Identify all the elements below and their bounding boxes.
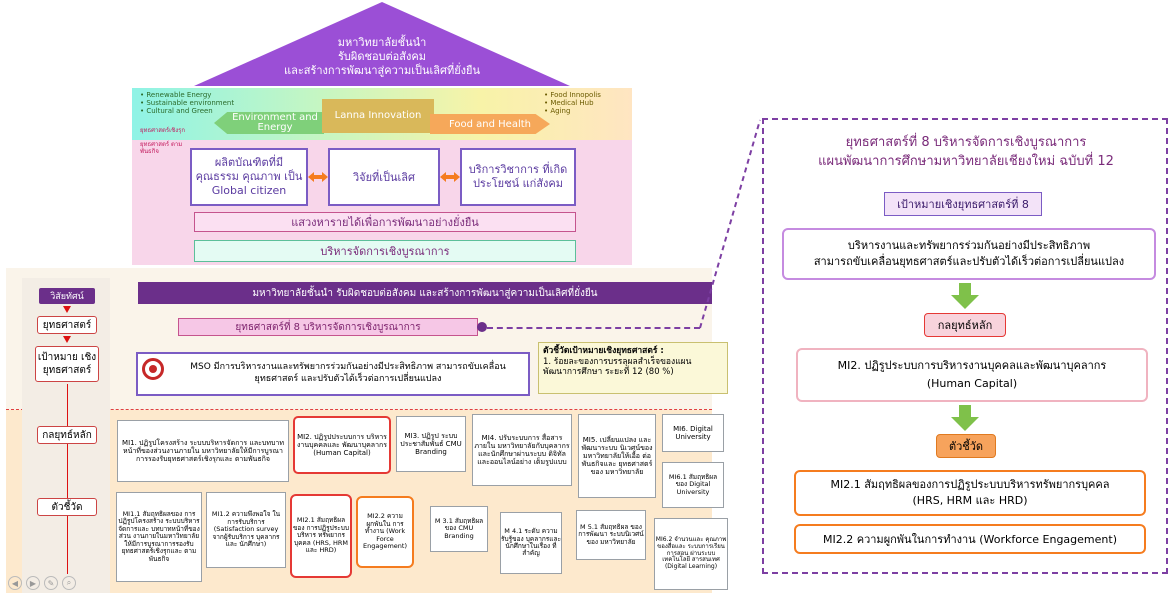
roof-line-2: รับผิดชอบต่อสังคม (338, 49, 426, 63)
kpi-box: ตัวชี้วัดเป้าหมายเชิงยุทธศาสตร์ : 1. ร้อ… (538, 342, 728, 394)
detail-indicator-2: MI2.2 ความผูกพันในการทำงาน (Workforce En… (794, 524, 1146, 554)
strategy-bar: ยุทธศาสตร์ที่ 8 บริหารจัดการเชิงบูรณาการ (178, 318, 478, 336)
roof-shape (194, 2, 570, 86)
vision-bar: มหาวิทยาลัยชั้นนำ รับผิดชอบต่อสังคม และส… (138, 282, 712, 304)
connector-dash-h (487, 327, 700, 329)
detail-indicator-1: MI2.1 สัมฤทธิผลของการปฏิรูประบบบริหารทรั… (794, 470, 1146, 516)
mechanism-mi3: MI3. ปฏิรูป ระบบ ประชาสัมพันธ์ CMU Brand… (396, 416, 466, 472)
right-bullet-3: • Aging (544, 107, 571, 116)
pillar-graduates: ผลิตบัณฑิตที่มี คุณธรรม คุณภาพ เป็น Glob… (190, 148, 308, 206)
arrow-down-1 (63, 306, 71, 313)
detail-mechanism-line-2: (Human Capital) (926, 377, 1018, 390)
revenue-bar: แสวงหารายได้เพื่อการพัฒนาอย่างยั่งยืน (194, 212, 576, 232)
mechanism-mi1: MI1. ปฏิรูปโครงสร้าง ระบบบริหารจัดการ แล… (117, 420, 289, 482)
detail-indicator-header: ตัวชี้วัด (936, 434, 996, 458)
connector-dash-diag (699, 119, 761, 329)
indicator-mi2-2: MI2.2 ความ ผูกพันใน การทำงาน (Work Force… (356, 496, 414, 568)
roof-line-1: มหาวิทยาลัยชั้นนำ (337, 35, 427, 49)
mechanism-label: กลยุทธ์หลัก (37, 426, 97, 444)
left-bullet-3: • Cultural and Green (140, 107, 213, 116)
house-graphic: มหาวิทยาลัยชั้นนำ รับผิดชอบต่อสังคม และส… (132, 0, 632, 265)
right-bullet-2: • Medical Hub (544, 99, 594, 108)
mechanism-mi2: MI2. ปฏิรูปประบบการ บริหารงานบุคคลและ พั… (293, 416, 391, 474)
indicator-m3-1: M 3.1 สัมฤทธิผล ของ CMU Branding (430, 506, 488, 552)
zoom-icon[interactable]: ⌕ (62, 576, 76, 590)
green-arrow-2 (951, 405, 979, 431)
vision-label: วิสัยทัศน์ (39, 288, 95, 304)
green-arrow-1 (951, 283, 979, 309)
kpi-text: 1. ร้อยละของการบรรลุผลสำเร็จของแผนพัฒนาก… (543, 356, 692, 378)
connector-dot (477, 322, 487, 332)
detail-title: ยุทธศาสตร์ที่ 8 บริหารจัดการเชิงบูรณาการ… (770, 128, 1162, 176)
detail-title-line-1: ยุทธศาสตร์ที่ 8 บริหารจัดการเชิงบูรณาการ (845, 134, 1087, 150)
detail-mechanism-box: MI2. ปฏิรูประบบการบริหารงานบุคคลและพัฒนา… (796, 348, 1148, 402)
detail-title-line-2: แผนพัฒนาการศึกษามหาวิทยาลัยเชียงใหม่ ฉบั… (818, 154, 1114, 169)
indicator-mi6-1: MI6.1 สัมฤทธิผล ของ Digital University (662, 462, 724, 508)
prev-slide-icon[interactable]: ◀ (8, 576, 22, 590)
mechanism-mi5: MI5. เปลี่ยนแปลง และพัฒนาระบบ นิเวศน์ของ… (578, 414, 656, 498)
lanna-box: Lanna Innovation (322, 99, 434, 133)
arrow-down-2 (63, 336, 71, 343)
detail-goal-box: บริหารงานและทรัพยากรร่วมกันอย่างมีประสิท… (782, 228, 1156, 280)
indicator-mi1-2: MI1.2 ความพึงพอใจ ในการรับบริการ (Satisf… (206, 492, 286, 568)
indicator-label: ตัวชี้วัด (37, 498, 97, 516)
pillar-service: บริการวิชาการ ที่เกิดประโยชน์ แก่สังคม (460, 148, 576, 206)
kpi-title: ตัวชี้วัดเป้าหมายเชิงยุทธศาสตร์ : (543, 346, 664, 356)
env-arrow: Environment and Energy (214, 112, 324, 134)
food-arrow: Food and Health (430, 114, 550, 134)
management-bar: บริหารจัดการเชิงบูรณาการ (194, 240, 576, 262)
detail-mechanism-line-1: MI2. ปฏิรูประบบการบริหารงานบุคคลและพัฒนา… (837, 359, 1107, 373)
indicator-mi2-1: MI2.1 สัมฤทธิผลของ การปฏิรูประบบ บริหาร … (290, 494, 352, 578)
indicator-mi6-2: MI6.2 จำนวนและ คุณภาพของสื่อและ ระบบการเ… (654, 518, 728, 590)
detail-goal-header: เป้าหมายเชิงยุทธศาสตร์ที่ 8 (884, 192, 1042, 216)
red-vline (67, 384, 68, 574)
left-bullet-2: • Sustainable environment (140, 99, 235, 108)
indicator-m4-1: M 4.1 ระดับ ความรับรู้ของ บุคลากรและ นัก… (500, 512, 562, 574)
target-icon (142, 358, 164, 380)
next-slide-icon[interactable]: ▶ (26, 576, 40, 590)
left-bullet-list: • Renewable Energy • Sustainable environ… (140, 91, 250, 115)
left-bullet-1: • Renewable Energy (140, 91, 212, 99)
indicator-mi1-1: MI1.1 สัมฤทธิผลของ การปฏิรูปโครงสร้าง ระ… (116, 492, 202, 582)
mechanism-mi4: MI4. ปรับระบบการ สื่อสารภายใน มหาวิทยาลั… (472, 414, 572, 486)
red-dashed-divider (6, 409, 712, 410)
detail-goal-line-2: สามารถขับเคลื่อนยุทธศาสตร์และปรับตัวได้เ… (813, 255, 1125, 268)
indicator-m5-1: M 5.1 สัมฤทธิผล ของการพัฒนา ระบบนิเวศน์ข… (576, 510, 646, 560)
orange-link-2 (440, 172, 460, 182)
pillar-research: วิจัยที่เป็นเลิศ (328, 148, 440, 206)
strategy-small-2: ยุทธศาสตร์ ตามพันธกิจ (140, 141, 183, 155)
pen-icon[interactable]: ✎ (44, 576, 58, 590)
goal-text: MSO มีการบริหารงานและทรัพยากรร่วมกันอย่า… (190, 362, 506, 384)
detail-goal-line-1: บริหารงานและทรัพยากรร่วมกันอย่างมีประสิท… (847, 238, 1091, 252)
mechanism-mi6: MI6. Digital University (662, 414, 724, 452)
detail-indicator-1-line-2: (HRS, HRM และ HRD) (912, 494, 1028, 507)
right-bullet-1: • Food Innopolis (544, 91, 601, 99)
goal-box (136, 352, 530, 396)
detail-indicator-1-line-1: MI2.1 สัมฤทธิผลของการปฏิรูประบบบริหารทรั… (830, 477, 1110, 491)
right-bullet-list: • Food Innopolis • Medical Hub • Aging (544, 91, 630, 115)
strategy-label: ยุทธศาสตร์ (37, 316, 97, 334)
orange-link-1 (308, 172, 328, 182)
roof-line-3: และสร้างการพัฒนาสู่ความเป็นเลิศที่ยั่งยื… (284, 64, 480, 78)
goal-label: เป้าหมาย เชิงยุทธศาสตร์ (35, 346, 99, 382)
detail-mechanism-header: กลยุทธ์หลัก (924, 313, 1006, 337)
roof-text: มหาวิทยาลัยชั้นนำ รับผิดชอบต่อสังคม และส… (252, 28, 512, 86)
strategy-small-1: ยุทธศาสตร์เชิงรุก (140, 127, 185, 134)
